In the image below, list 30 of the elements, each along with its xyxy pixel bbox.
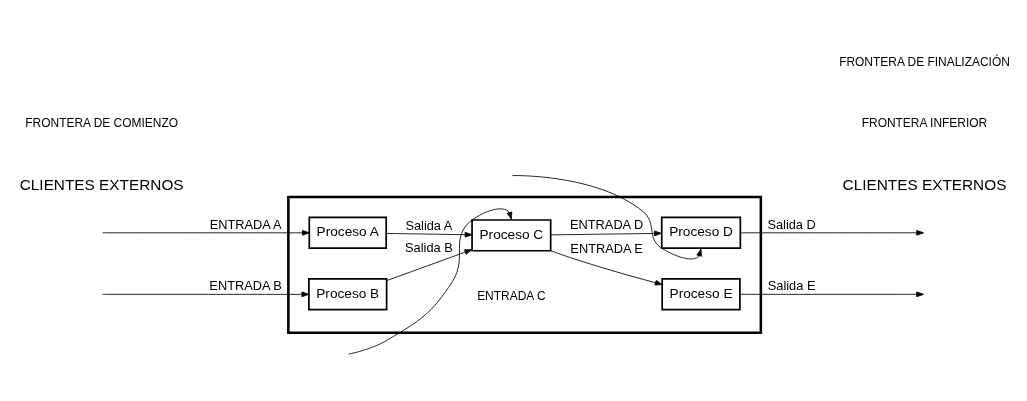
edge-label: ENTRADA D — [570, 216, 644, 232]
arrow — [740, 229, 924, 236]
node-box: Proceso A — [308, 216, 388, 249]
edge-label: ENTRADA E — [570, 240, 643, 256]
edge-label: ENTRADA B — [209, 277, 282, 293]
label: CLIENTES EXTERNOS — [19, 175, 184, 193]
arrow — [550, 230, 662, 236]
arrow — [102, 229, 310, 236]
label: FRONTERA DE COMIENZO — [25, 115, 179, 130]
arrow — [386, 248, 473, 281]
arrow — [102, 291, 310, 297]
label: FRONTERA DE FINALIZACIÓN — [839, 54, 1010, 69]
node-box: Proceso D — [660, 216, 742, 249]
arrow — [550, 249, 663, 285]
node-box: Proceso E — [661, 277, 741, 311]
edge-label: Salida D — [767, 216, 816, 232]
arrow — [348, 207, 513, 355]
edge-label: Salida E — [767, 277, 816, 293]
edge-label: Salida B — [405, 239, 453, 255]
label: CLIENTES EXTERNOS — [842, 175, 1007, 193]
cluster — [287, 195, 763, 334]
arrow — [739, 291, 924, 297]
node-box: Proceso B — [308, 277, 388, 311]
edge-label: ENTRADA A — [209, 216, 282, 232]
edge-label: Salida A — [405, 217, 453, 233]
arrow — [511, 174, 702, 259]
label: ENTRADA C — [477, 288, 546, 303]
label: FRONTERA INFERIOR — [861, 115, 988, 130]
node-box: Proceso C — [471, 218, 552, 252]
arrow — [386, 231, 473, 237]
